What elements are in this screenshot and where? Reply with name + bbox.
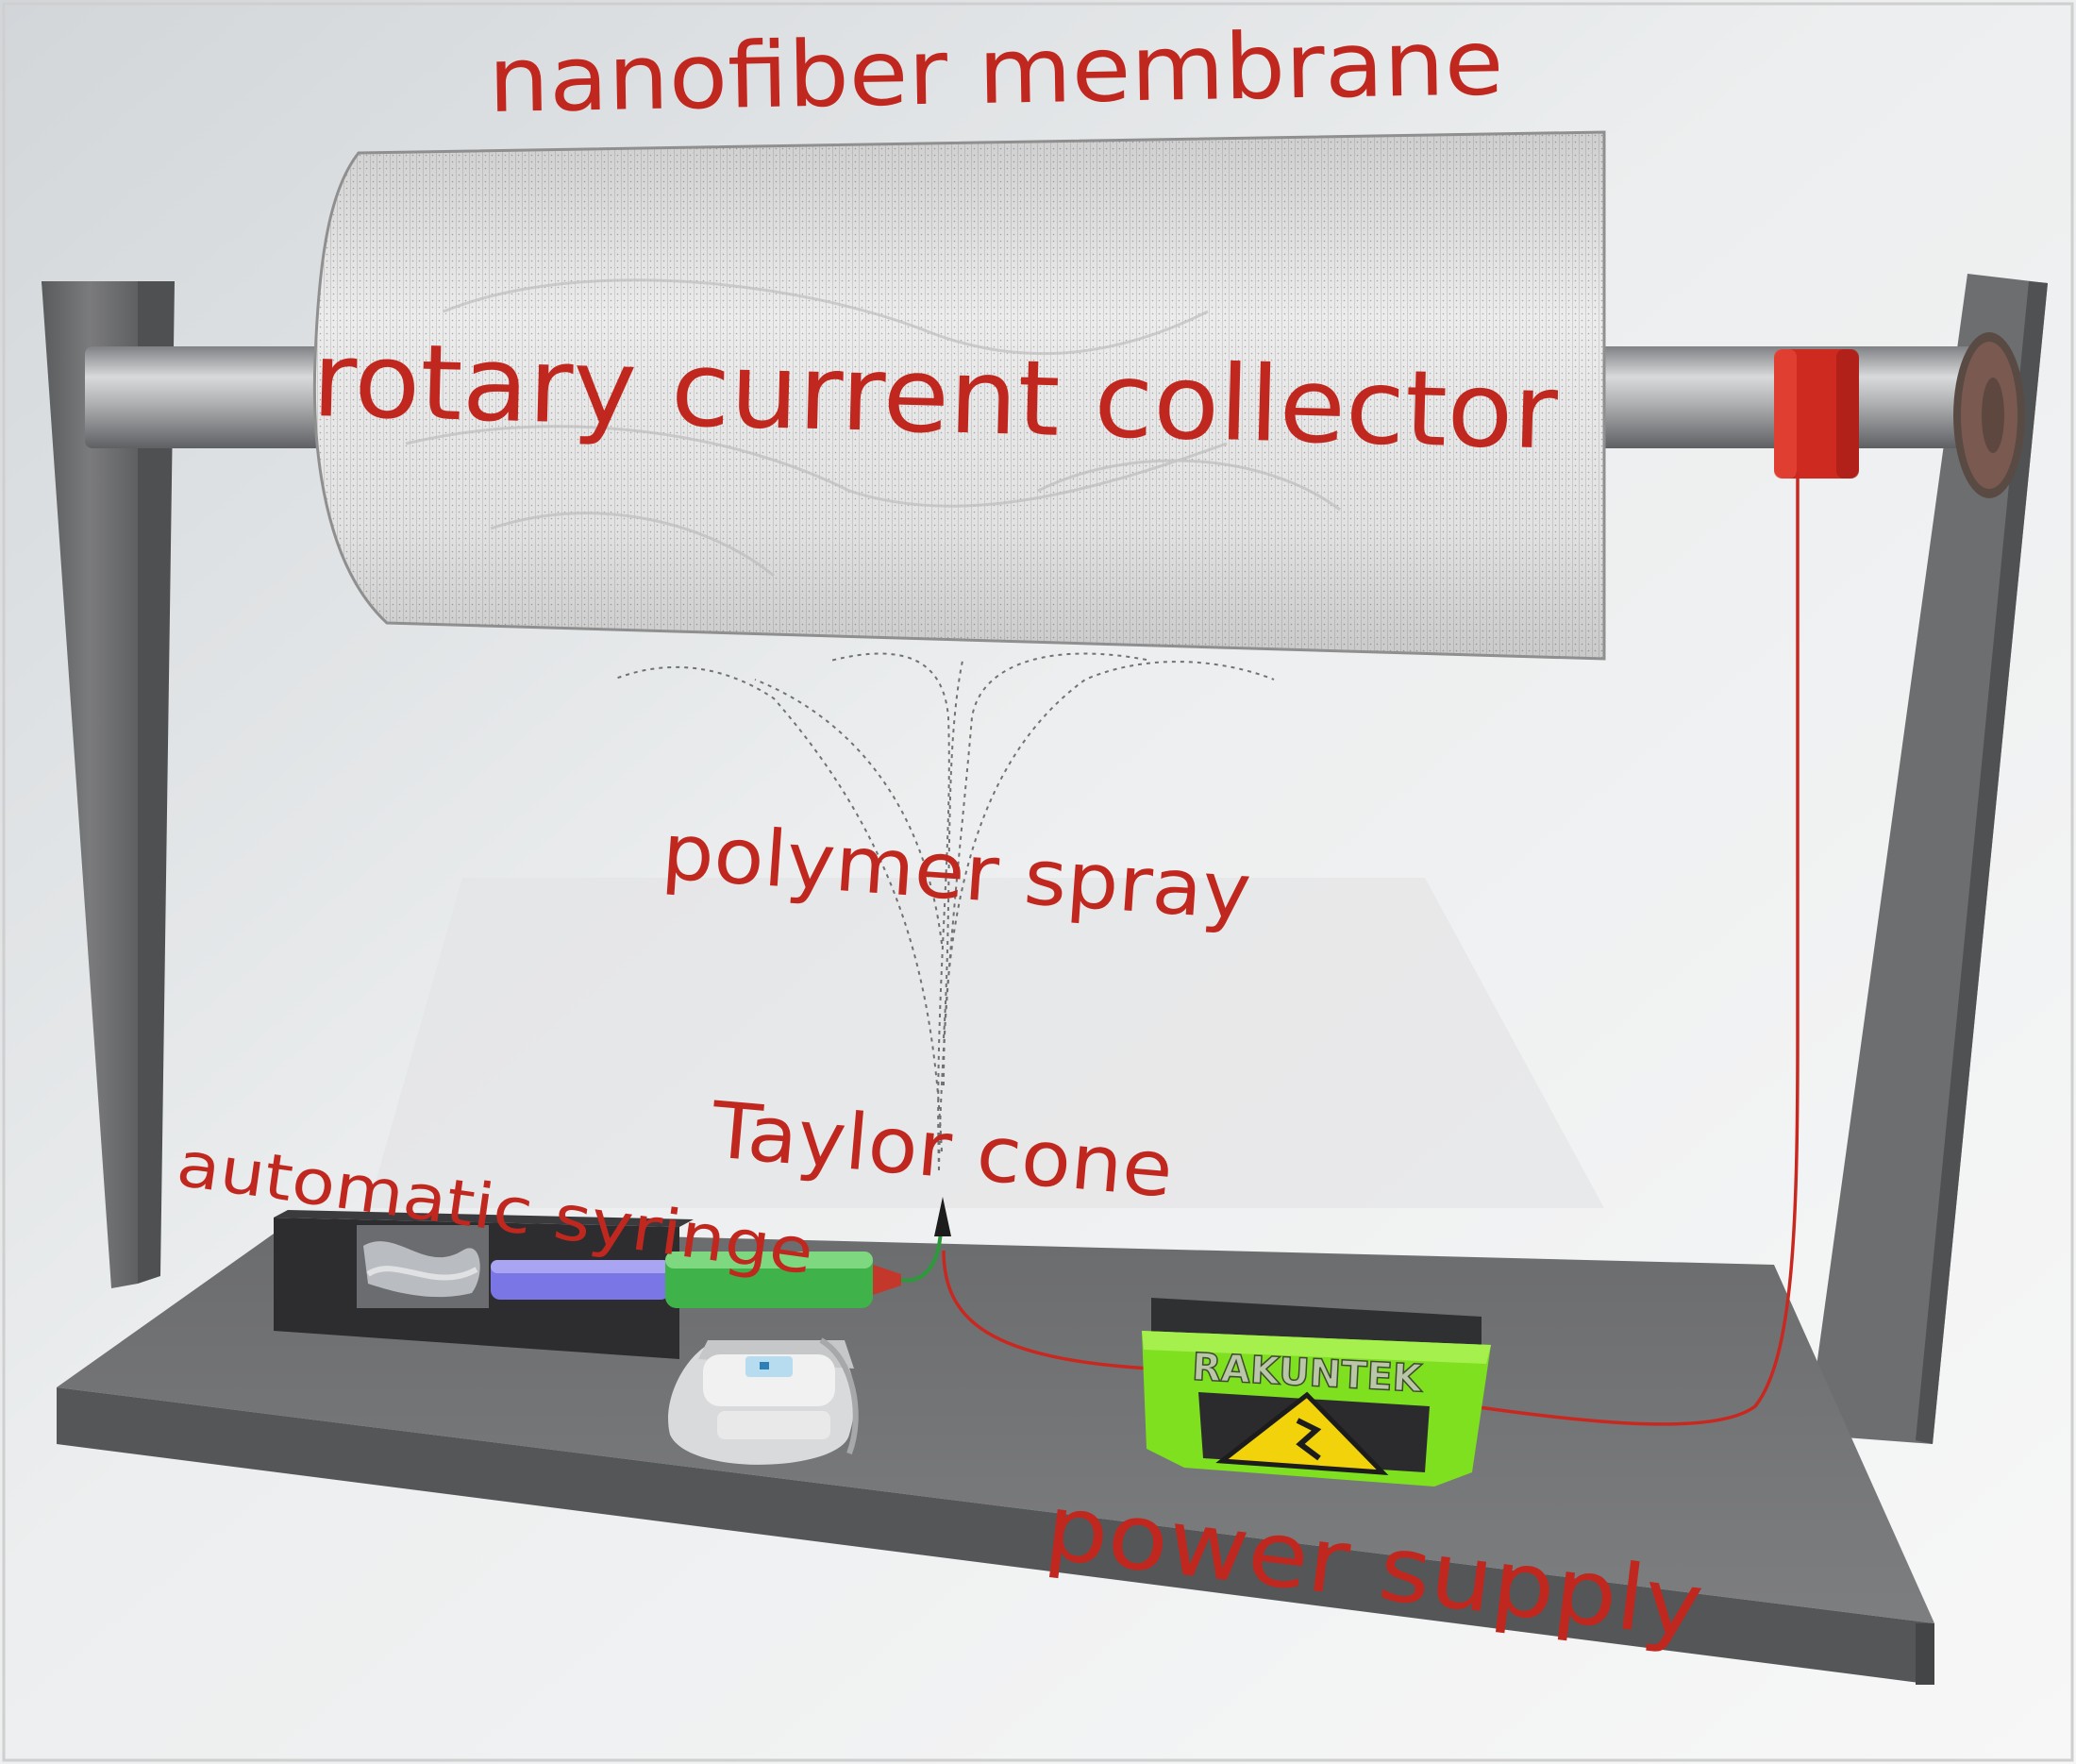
syringe-pump <box>274 1210 694 1359</box>
red-collar <box>1774 349 1859 479</box>
warning-triangle-icon <box>1215 1391 1389 1475</box>
high-voltage-wire <box>942 472 1800 1426</box>
shaft-end-disk <box>1953 332 2025 498</box>
syringe <box>491 1226 944 1308</box>
taylor-cone <box>934 1197 951 1236</box>
pump-controller <box>668 1337 859 1465</box>
polymer-spray-fibers <box>612 652 1275 1171</box>
device-brand: RAKUNTEK <box>1191 1346 1425 1402</box>
power-supply-box: RAKUNTEK <box>1142 1298 1491 1487</box>
nanofiber-drum <box>312 130 1606 661</box>
floor-shadow <box>368 878 1604 1208</box>
right-upright <box>1807 274 2048 1444</box>
left-upright <box>42 281 175 1288</box>
label-nanofiber-membrane: nanofiber membrane <box>487 9 1504 133</box>
